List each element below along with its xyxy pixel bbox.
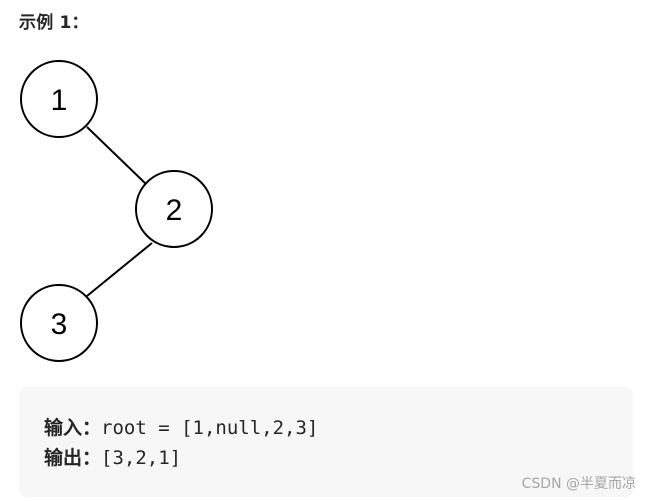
input-line: 输入：root = [1,null,2,3] xyxy=(44,414,318,441)
tree-node-3-label: 3 xyxy=(51,308,68,341)
binary-tree-diagram: 1 2 3 xyxy=(20,60,213,362)
output-label: 输出： xyxy=(44,447,102,469)
tree-node-1: 1 xyxy=(20,60,98,138)
output-value: [3,2,1] xyxy=(101,447,182,469)
tree-node-2: 2 xyxy=(135,170,213,248)
tree-node-3: 3 xyxy=(20,284,98,362)
example-heading: 示例 1： xyxy=(19,13,89,33)
csdn-watermark: CSDN @半夏而凉 xyxy=(521,476,636,492)
tree-edge-1-2 xyxy=(86,126,148,186)
input-value: root = [1,null,2,3] xyxy=(101,417,319,439)
tree-edge-2-3 xyxy=(86,242,153,297)
output-line: 输出：[3,2,1] xyxy=(44,444,181,471)
example-code-block: 输入：root = [1,null,2,3] 输出：[3,2,1] xyxy=(19,387,633,497)
tree-node-2-label: 2 xyxy=(166,194,183,227)
tree-node-1-label: 1 xyxy=(51,84,68,117)
input-label: 输入： xyxy=(44,417,102,439)
